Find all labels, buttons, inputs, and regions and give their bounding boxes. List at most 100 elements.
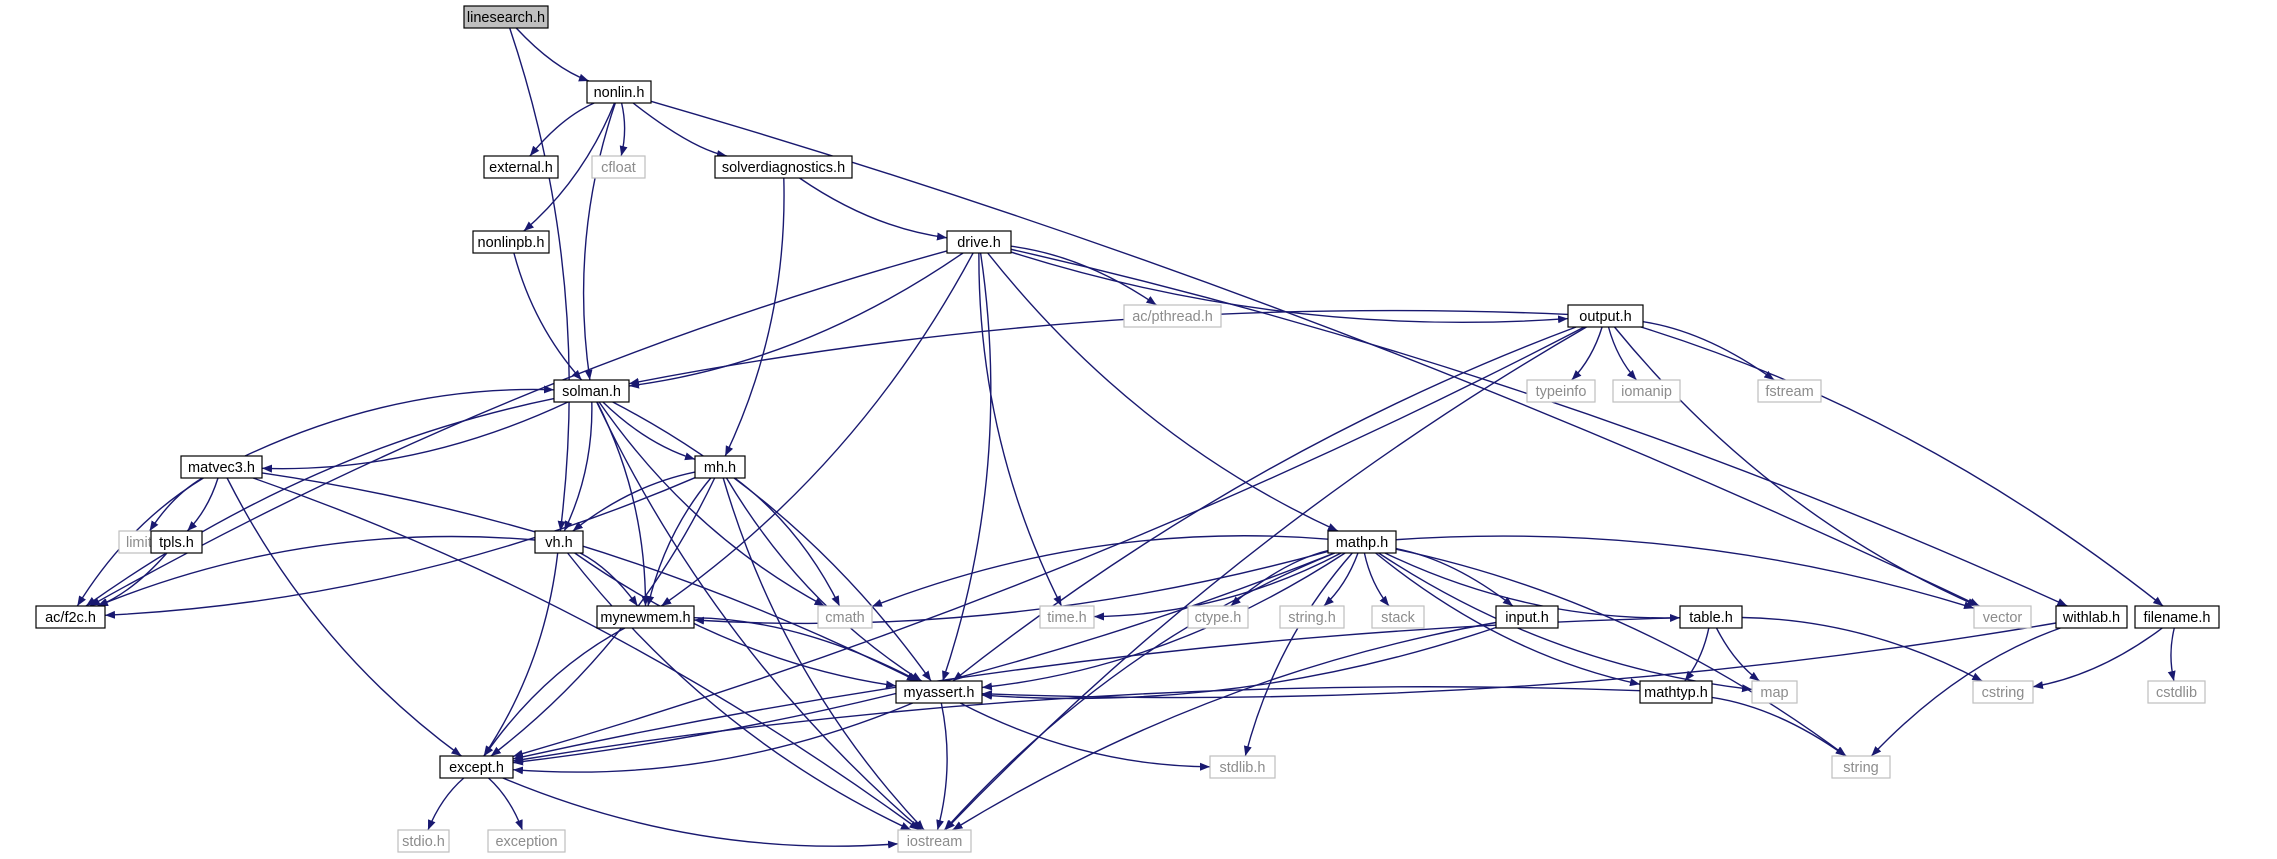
node-label-ctype: ctype.h bbox=[1195, 610, 1242, 626]
node-label-solman: solman.h bbox=[562, 384, 621, 400]
node-nonlinpb[interactable]: nonlinpb.h bbox=[472, 230, 550, 254]
edge-mathp-to-mynewmem bbox=[693, 550, 1329, 625]
node-label-stack: stack bbox=[1381, 610, 1416, 626]
edge-matvec3-to-tpls bbox=[186, 477, 219, 532]
node-matvec3[interactable]: matvec3.h bbox=[180, 455, 263, 479]
node-table[interactable]: table.h bbox=[1679, 605, 1743, 629]
edge-solverdiag-to-drive bbox=[799, 177, 948, 241]
edge-except-to-exception bbox=[488, 777, 524, 831]
node-box-iomanip bbox=[1612, 379, 1681, 403]
edge-solman-to-myassert bbox=[612, 401, 932, 682]
edge-myassert-to-except bbox=[512, 702, 913, 775]
node-label-matvec3: matvec3.h bbox=[188, 460, 255, 476]
node-fstream: fstream bbox=[1757, 379, 1822, 403]
node-stringh: string.h bbox=[1279, 605, 1345, 629]
node-box-solverdiag bbox=[714, 155, 853, 179]
node-box-cmath bbox=[817, 605, 873, 629]
edge-filename-to-cstring bbox=[2032, 627, 2163, 690]
edge-solman-to-cmath bbox=[598, 401, 825, 607]
node-string: string bbox=[1831, 755, 1891, 779]
edge-mathp-to-table bbox=[1384, 552, 1681, 622]
edge-drive-to-pthread bbox=[1010, 245, 1157, 306]
node-label-timeh: time.h bbox=[1047, 610, 1087, 626]
node-acf2c[interactable]: ac/f2c.h bbox=[35, 605, 106, 629]
node-box-external bbox=[483, 155, 559, 179]
node-vh[interactable]: vh.h bbox=[534, 530, 584, 554]
node-label-output: output.h bbox=[1579, 309, 1631, 325]
edge-linesearch-to-nonlin bbox=[515, 27, 590, 82]
node-drive[interactable]: drive.h bbox=[946, 230, 1012, 254]
node-label-string: string bbox=[1843, 760, 1878, 776]
node-box-except bbox=[439, 755, 514, 779]
edge-matvec3-to-solman bbox=[244, 385, 555, 457]
node-linesearch[interactable]: linesearch.h bbox=[463, 5, 549, 29]
node-label-iostream: iostream bbox=[907, 834, 963, 850]
edge-mathp-to-mathtyp bbox=[1375, 552, 1641, 687]
node-nonlin[interactable]: nonlin.h bbox=[586, 80, 652, 104]
node-box-fstream bbox=[1757, 379, 1822, 403]
edge-drive-to-myassert bbox=[942, 252, 992, 682]
node-label-mynewmem: mynewmem.h bbox=[600, 610, 690, 626]
edge-output-to-typeinfo bbox=[1571, 326, 1603, 381]
edge-mathp-to-iostream bbox=[943, 552, 1336, 831]
edge-mynewmem-to-except bbox=[483, 627, 626, 757]
edge-output-to-iomanip bbox=[1607, 326, 1638, 381]
node-solman[interactable]: solman.h bbox=[553, 379, 630, 403]
edge-mynewmem-to-myassert bbox=[693, 617, 919, 682]
node-input[interactable]: input.h bbox=[1495, 605, 1559, 629]
node-mathp[interactable]: mathp.h bbox=[1327, 530, 1397, 554]
node-mynewmem[interactable]: mynewmem.h bbox=[596, 605, 695, 629]
edge-drive-to-solman bbox=[628, 252, 964, 389]
edge-myassert-to-iostream bbox=[936, 702, 948, 831]
node-box-pthread bbox=[1123, 304, 1222, 328]
node-box-exception bbox=[487, 829, 566, 853]
node-label-nonlin: nonlin.h bbox=[594, 85, 645, 101]
node-label-linesearch: linesearch.h bbox=[467, 10, 545, 26]
node-mh[interactable]: mh.h bbox=[694, 455, 746, 479]
node-label-iomanip: iomanip bbox=[1621, 384, 1672, 400]
node-box-output bbox=[1567, 304, 1644, 328]
node-box-input bbox=[1495, 605, 1559, 629]
edge-vh-to-iostream bbox=[567, 552, 912, 831]
node-label-nonlinpb: nonlinpb.h bbox=[478, 235, 545, 251]
node-box-filename bbox=[2134, 605, 2220, 629]
edge-matvec3-to-except bbox=[226, 477, 462, 757]
node-label-fstream: fstream bbox=[1765, 384, 1813, 400]
node-label-mathtyp: mathtyp.h bbox=[1644, 685, 1708, 701]
edge-solman-to-mh bbox=[602, 401, 696, 461]
node-exception: exception bbox=[487, 829, 566, 853]
edge-vh-to-acf2c bbox=[97, 535, 536, 607]
node-box-vh bbox=[534, 530, 584, 554]
node-iomanip: iomanip bbox=[1612, 379, 1681, 403]
edge-mathp-to-vector bbox=[1395, 535, 1975, 610]
node-box-iostream bbox=[897, 829, 972, 853]
node-solverdiag[interactable]: solverdiagnostics.h bbox=[714, 155, 853, 179]
edge-mathp-to-myassert bbox=[981, 552, 1346, 691]
edge-vh-to-myassert bbox=[574, 552, 897, 689]
node-box-string bbox=[1831, 755, 1891, 779]
node-typeinfo: typeinfo bbox=[1526, 379, 1596, 403]
edge-mh-to-cmath bbox=[734, 477, 841, 607]
node-label-myassert: myassert.h bbox=[904, 685, 975, 701]
node-myassert[interactable]: myassert.h bbox=[895, 680, 983, 704]
node-output[interactable]: output.h bbox=[1567, 304, 1644, 328]
node-mathtyp[interactable]: mathtyp.h bbox=[1639, 680, 1713, 704]
node-box-matvec3 bbox=[180, 455, 263, 479]
node-label-typeinfo: typeinfo bbox=[1536, 384, 1587, 400]
node-tpls[interactable]: tpls.h bbox=[150, 530, 203, 554]
node-label-stringh: string.h bbox=[1288, 610, 1336, 626]
node-filename[interactable]: filename.h bbox=[2134, 605, 2220, 629]
node-box-mathp bbox=[1327, 530, 1397, 554]
node-except[interactable]: except.h bbox=[439, 755, 514, 779]
node-cstdlib: cstdlib bbox=[2147, 680, 2206, 704]
edge-drive-to-mynewmem bbox=[660, 252, 974, 607]
node-withlab[interactable]: withlab.h bbox=[2055, 605, 2128, 629]
edge-mh-to-mynewmem bbox=[646, 477, 712, 607]
edge-mh-to-iostream bbox=[722, 477, 925, 831]
edge-mathtyp-to-string bbox=[1711, 696, 1847, 757]
node-external[interactable]: external.h bbox=[483, 155, 559, 179]
node-map: map bbox=[1751, 680, 1798, 704]
node-box-myassert bbox=[895, 680, 983, 704]
node-box-tpls bbox=[150, 530, 203, 554]
